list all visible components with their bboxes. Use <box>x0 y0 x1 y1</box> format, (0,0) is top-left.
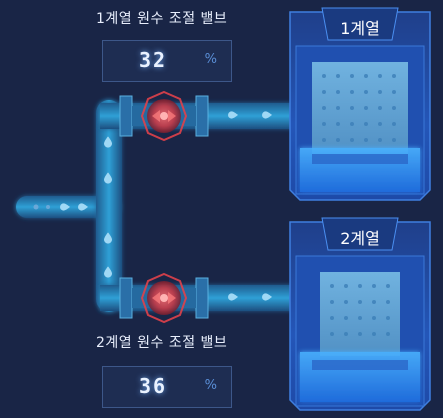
valve-2-value: 36 <box>138 374 168 398</box>
tank-1-label: 1계열 <box>340 19 380 38</box>
valve-1-readout[interactable]: 32 % <box>102 40 232 82</box>
valve-1[interactable] <box>119 90 209 142</box>
valve-1-value: 32 <box>138 48 168 72</box>
valve-2-title: 2계열 원수 조절 밸브 <box>96 335 228 351</box>
valve-2-unit: % <box>204 378 217 393</box>
filter-tank-1[interactable] <box>289 7 431 201</box>
filter-tank-2[interactable] <box>289 217 431 411</box>
valve-1-unit: % <box>204 52 217 67</box>
valve-2[interactable] <box>119 272 209 324</box>
tank-2-label: 2계열 <box>340 229 380 248</box>
manifold-pipe <box>96 100 122 312</box>
valve-1-title: 1계열 원수 조절 밸브 <box>96 11 228 27</box>
inlet-pipe <box>16 196 120 218</box>
valve-icon <box>140 90 188 142</box>
valve-2-readout[interactable]: 36 % <box>102 366 232 408</box>
